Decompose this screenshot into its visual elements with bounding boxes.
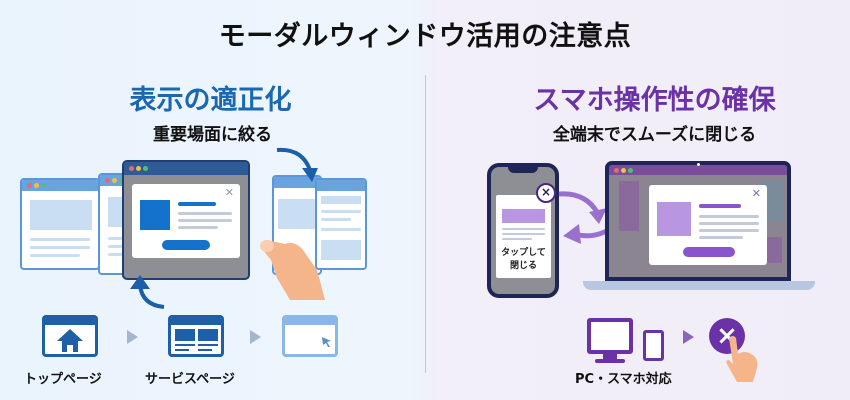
flow-top-page-icon: [42, 315, 98, 357]
modal-image-placeholder: [140, 200, 170, 230]
phone-modal-text-line1: タップして: [501, 248, 546, 258]
close-icon[interactable]: ✕: [751, 187, 761, 200]
phone-modal-dialog: タップして 閉じる: [496, 195, 551, 278]
flow-label-pc-smartphone: PC・スマホ対応: [575, 372, 672, 387]
flow-arrow-icon: [250, 330, 261, 344]
smartphone-mockup: タップして 閉じる: [487, 163, 559, 298]
laptop-mockup: ✕: [605, 161, 791, 281]
desktop-monitor-icon: [587, 318, 633, 354]
hand-icon: [260, 240, 325, 300]
left-panel: 表示の適正化 重要場面に絞る ✕: [0, 78, 425, 400]
cursor-icon: [322, 337, 331, 347]
flow-cursor-page-icon: [282, 315, 338, 357]
monitor-foot: [595, 359, 625, 363]
rotate-arrow-top-icon: [276, 147, 318, 182]
browser-window-far-right: [315, 178, 367, 270]
laptop-modal-dialog: ✕: [649, 185, 767, 265]
modal-action-button[interactable]: [162, 240, 210, 250]
monitor-stand: [603, 354, 617, 360]
flow-label-service-page: サービスページ: [145, 372, 235, 387]
flow-arrow-icon: [683, 330, 694, 344]
page-title: モーダルウィンドウ活用の注意点: [218, 21, 632, 52]
browser-window-far-left: [20, 178, 100, 270]
left-subheading: 重要場面に絞る: [153, 125, 272, 145]
close-icon[interactable]: ✕: [224, 186, 234, 199]
smartphone-icon: [643, 330, 664, 361]
main-browser-window: ✕: [122, 160, 250, 280]
flow-service-page-icon: [168, 315, 224, 357]
tap-hand-icon: [726, 336, 758, 382]
rotate-arrow-bottom-icon: [130, 275, 165, 309]
flow-label-top-page: トップページ: [24, 372, 102, 387]
laptop-base: [583, 281, 815, 290]
laptop-modal-action-button[interactable]: [683, 247, 735, 257]
phone-modal-text-line2: 閉じる: [509, 261, 537, 271]
right-subheading: 全端末でスムーズに閉じる: [552, 125, 757, 145]
right-panel: スマホ操作性の確保 全端末でスムーズに閉じる タップして 閉じる × ✕: [425, 78, 850, 400]
modal-dialog: ✕: [132, 184, 240, 258]
left-heading: 表示の適正化: [129, 85, 292, 116]
home-icon: [57, 329, 83, 352]
center-divider: [425, 75, 426, 373]
flow-arrow-icon: [127, 330, 138, 344]
laptop-camera: [697, 163, 700, 166]
phone-close-button[interactable]: ×: [536, 183, 556, 203]
right-heading: スマホ操作性の確保: [533, 85, 776, 116]
